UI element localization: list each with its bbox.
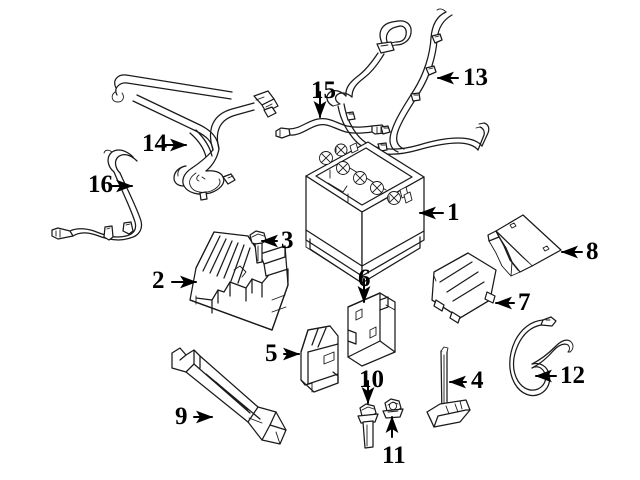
part-flange-bolt: [357, 403, 379, 449]
callout-label-11: 11: [382, 442, 406, 469]
callout-label-13: 13: [463, 64, 488, 91]
callout-label-4: 4: [471, 367, 484, 394]
part-ground-cable: [275, 117, 387, 139]
callout-label-3: 3: [281, 227, 294, 254]
callout-label-2: 2: [152, 267, 165, 294]
callout-label-1: 1: [447, 199, 460, 226]
part-battery-sensor-cable: [51, 149, 143, 241]
callout-arrows: [109, 71, 583, 438]
part-mounting-plate: [487, 214, 562, 277]
part-positive-battery-cable: [326, 8, 490, 155]
callout-label-16: 16: [88, 171, 113, 198]
part-battery-cover: [431, 252, 497, 324]
callout-label-12: 12: [560, 362, 585, 389]
callout-label-14: 14: [142, 130, 167, 157]
part-hold-down-rod: [426, 346, 471, 428]
callout-label-15: 15: [311, 77, 336, 104]
part-heat-shield-panel: [347, 292, 396, 367]
callout-label-5: 5: [265, 340, 278, 367]
part-insulator-shroud-small: [300, 325, 339, 393]
callout-label-6: 6: [358, 265, 371, 292]
part-battery-tray: [189, 231, 289, 331]
part-support-bracket: [171, 347, 287, 445]
callout-label-9: 9: [175, 403, 188, 430]
callout-label-10: 10: [359, 366, 384, 393]
callout-label-7: 7: [518, 289, 531, 316]
part-negative-battery-cable: [111, 74, 279, 201]
callout-label-8: 8: [586, 238, 599, 265]
part-flange-nut: [382, 398, 404, 419]
part-battery: [305, 141, 425, 284]
